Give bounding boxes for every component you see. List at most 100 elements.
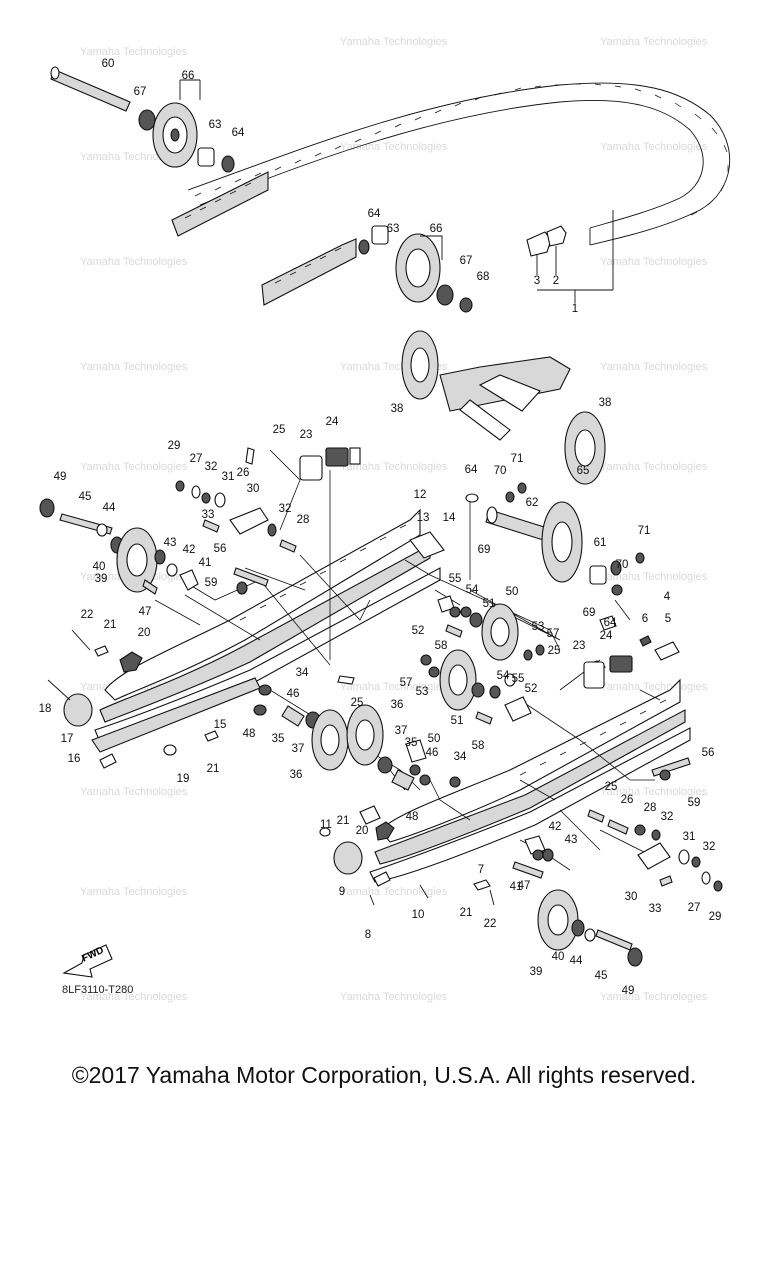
watermark: Yamaha Technologies [80, 46, 188, 58]
part-number-label: 32 [661, 811, 674, 823]
part-number-label: 64 [232, 127, 245, 139]
rail-stub-left [171, 171, 269, 237]
watermark: Yamaha Technologies [340, 886, 448, 898]
watermark: Yamaha Technologies [600, 256, 708, 268]
watermark: Yamaha Technologies [80, 991, 188, 1003]
part-number-label: 56 [702, 747, 715, 759]
watermark: Yamaha Technologies [600, 461, 708, 473]
part-number-label: 9 [339, 886, 345, 898]
part-number-label: 66 [430, 223, 443, 235]
part-number-label: 21 [104, 619, 117, 631]
part-number-label: 56 [214, 543, 227, 555]
part-number-label: 46 [287, 688, 300, 700]
watermark: Yamaha Technologies [80, 786, 188, 798]
part-number-label: 19 [177, 773, 190, 785]
part-number-label: 27 [190, 453, 203, 465]
part-number-label: 68 [477, 271, 490, 283]
part-number-label: 28 [644, 802, 657, 814]
part-number-label: 34 [454, 751, 467, 763]
diagram-code: 8LF3110-T280 [62, 984, 133, 996]
lower-front-parts [319, 805, 643, 967]
part-number-label: 43 [164, 537, 177, 549]
part-number-label: 26 [237, 467, 250, 479]
part-number-label: 32 [703, 841, 716, 853]
part-number-label: 8 [365, 929, 371, 941]
rail-stub-mid [261, 225, 473, 313]
watermark: Yamaha Technologies [600, 571, 708, 583]
part-number-label: 50 [428, 733, 441, 745]
part-number-label: 54 [497, 670, 510, 682]
part-number-label: 59 [688, 797, 701, 809]
part-number-label: 61 [594, 537, 607, 549]
part-number-label: 17 [61, 733, 74, 745]
slide-rail-right [369, 678, 691, 883]
part-number-label: 31 [222, 471, 235, 483]
part-number-label: 25 [548, 645, 561, 657]
part-number-label: 48 [406, 811, 419, 823]
part-number-label: 5 [665, 613, 671, 625]
track-belt [187, 82, 731, 246]
watermark: Yamaha Technologies [340, 991, 448, 1003]
part-number-label: 70 [616, 559, 629, 571]
assembly-leader-lines [154, 449, 661, 871]
part-number-label: 44 [570, 955, 583, 967]
watermark: Yamaha Technologies [600, 141, 708, 153]
part-number-label: 52 [412, 625, 425, 637]
part-number-label: 53 [532, 621, 545, 633]
part-number-label: 25 [605, 781, 618, 793]
watermark: Yamaha Technologies [80, 361, 188, 373]
part-number-label: 7 [478, 864, 484, 876]
rear-idler-assembly [401, 330, 606, 485]
part-number-label: 20 [356, 825, 369, 837]
part-number-label: 58 [472, 740, 485, 752]
part-number-label: 16 [68, 753, 81, 765]
part-number-label: 42 [549, 821, 562, 833]
part-number-label: 42 [183, 544, 196, 556]
part-number-label: 67 [460, 255, 473, 267]
part-number-label: 34 [296, 667, 309, 679]
part-number-label: 54 [466, 584, 479, 596]
part-number-label: 18 [39, 703, 52, 715]
part-number-label: 41 [199, 557, 212, 569]
watermark: Yamaha Technologies [600, 991, 708, 1003]
part-number-label: 35 [272, 733, 285, 745]
part-number-label: 21 [207, 763, 220, 775]
part-number-label: 15 [214, 719, 227, 731]
part-number-label: 48 [243, 728, 256, 740]
rear-axle-assembly-top [50, 66, 235, 173]
watermark: Yamaha Technologies [340, 681, 448, 693]
part-number-label: 37 [292, 743, 305, 755]
part-number-label: 43 [565, 834, 578, 846]
part-number-label: 30 [625, 891, 638, 903]
part-number-label: 71 [638, 525, 651, 537]
part-number-label: 64 [465, 464, 478, 476]
part-number-label: 6 [642, 613, 648, 625]
part-number-label: 57 [400, 677, 413, 689]
watermark: Yamaha Technologies [340, 36, 448, 48]
part-number-label: 38 [599, 397, 612, 409]
part-number-label: 44 [103, 502, 116, 514]
part-number-label: 27 [688, 902, 701, 914]
watermark: Yamaha Technologies [80, 256, 188, 268]
part-number-label: 46 [426, 747, 439, 759]
center-parts [405, 482, 723, 892]
part-number-label: 20 [138, 627, 151, 639]
part-number-label: 60 [102, 58, 115, 70]
part-number-label: 41 [510, 881, 523, 893]
part-number-label: 40 [552, 951, 565, 963]
part-number-label: 26 [621, 794, 634, 806]
part-number-label: 62 [526, 497, 539, 509]
part-number-label: 65 [577, 465, 590, 477]
part-number-label: 25 [273, 424, 286, 436]
part-number-label: 52 [525, 683, 538, 695]
part-number-label: 49 [622, 985, 635, 997]
part-number-label: 37 [395, 725, 408, 737]
part-number-label: 21 [460, 907, 473, 919]
fwd-arrow: FWD [62, 944, 113, 978]
slide-rail-left [91, 508, 441, 753]
watermark: Yamaha Technologies [600, 681, 708, 693]
part-number-label: 55 [512, 673, 525, 685]
track-clips [526, 210, 614, 303]
part-number-label: 21 [337, 815, 350, 827]
watermark: Yamaha Technologies [80, 886, 188, 898]
